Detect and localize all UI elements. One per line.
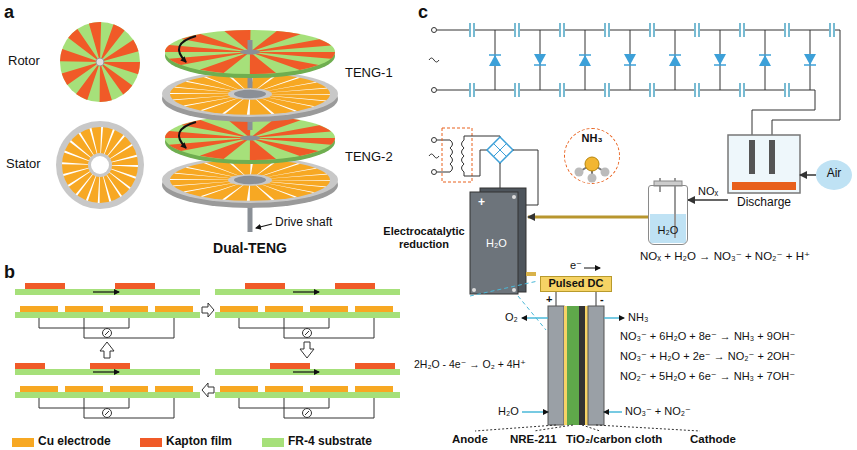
gas-label: NH₃ [628,311,648,324]
reaction-equation: NO₂⁻ + 5H₂O + 6e⁻ → NH₃ + 7OH⁻ [620,370,795,383]
part-name: Rotor [8,54,40,69]
absorber-bottle: H₂O [648,185,688,245]
multiplier-circuit [429,23,840,145]
inlet-label: NO₃⁻ + NO₂⁻ [625,405,691,418]
figure-title: Dual-TENG [213,240,287,256]
layer-name: TiO₂/carbon cloth [566,433,662,446]
node-text: Pulsed DC [548,277,603,290]
electron-label: e⁻ [570,259,582,272]
polarity-sign: - [600,293,604,306]
reaction-equation: NO₃⁻ + 6H₂O + 8e⁻ → NH₃ + 9OH⁻ [620,330,795,343]
part-name: TENG-2 [345,150,393,165]
stator-disc [56,121,144,209]
legend-text: FR-4 substrate [288,435,372,449]
panel-letter: c [418,2,428,23]
pulsed-dc-bar: Pulsed DC [540,276,612,292]
layer-name: NRE-211 [510,433,557,446]
discharge-reactor: Discharge [728,135,800,215]
reaction-equation: 2H₂O - 4e⁻ → O₂ + 4H⁺ [414,358,526,370]
legend-swatch [262,438,284,447]
part-name: Drive shaft [275,216,332,230]
polarity-sign: + [478,196,485,210]
flow-arrow [528,216,648,219]
reaction-equation: NO₃⁻ + H₂O + 2e⁻ → NO₂⁻ + 2OH⁻ [620,350,795,363]
discharge-drawing [728,135,800,193]
teng-working-states [15,283,400,418]
rotor-disc [60,22,140,102]
part-name: Stator [6,157,41,172]
electrolyzer-drawing [470,188,536,294]
polarity-sign: + [546,293,552,306]
ammonia-molecule [575,157,610,183]
gas-label: O₂ [505,311,518,324]
node-text: H₂O [658,224,679,237]
electrolyzer-stack: Electrocatalytic reduction H₂O [380,185,528,295]
flow-arrow [688,199,728,201]
cell-cross-section [475,268,700,431]
node-text: Electrocatalytic reduction [380,225,468,250]
node-text: Air [827,167,842,181]
ammonia-circle: NH₃ [564,128,620,184]
reaction-equation: NOₓ + H₂O → NO₃⁻ + NO₂⁻ + H⁺ [640,250,810,263]
part-name: TENG-1 [345,66,393,81]
absorber-drawing [650,178,686,243]
air-cloud: Air [816,160,852,190]
legend-swatch [140,438,162,447]
node-text: Discharge [737,196,791,210]
node-text: NH₃ [582,132,603,145]
legend-swatch [12,438,34,447]
inlet-label: H₂O [498,405,519,418]
panel-letter: a [4,2,14,23]
layer-name: Anode [452,433,488,446]
zoom-lines [470,281,546,330]
legend-text: Cu electrode [38,435,111,449]
flow-arrow [800,174,816,176]
panel-letter: b [4,262,15,283]
node-text: H₂O [486,237,507,250]
edge-label: NOₓ [697,185,719,198]
dual-teng-stack [162,30,338,232]
layer-name: Cathode [690,433,736,446]
legend-text: Kapton film [166,435,232,449]
